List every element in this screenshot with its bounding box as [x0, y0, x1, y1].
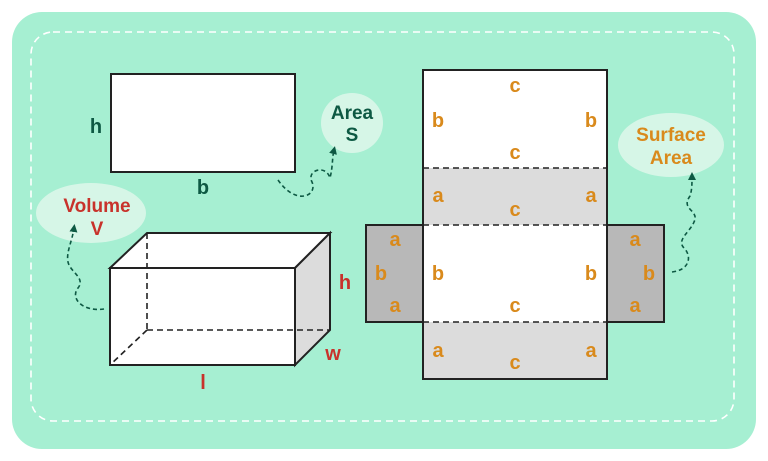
net-top-face [423, 70, 607, 168]
net-top-face-top-label: c [509, 75, 520, 97]
net-right-flap-top-label: a [629, 229, 641, 251]
cuboid-length-label: l [200, 372, 206, 394]
volume-curly-arrow [66, 224, 105, 311]
net-right-flap-bottom-label: a [629, 295, 641, 317]
net-right-flap-middle-label: b [643, 263, 655, 285]
net-upper-face-left-label: a [432, 185, 444, 207]
area-bubble-line1: Area [331, 103, 374, 124]
net-upper-face-right-label: a [585, 185, 597, 207]
surface-area-curly-arrow [671, 172, 696, 273]
area-rectangle [110, 73, 296, 173]
net-left-flap-middle-label: b [375, 263, 387, 285]
cuboid-width-label: w [324, 343, 341, 365]
surface-area-bubble-line2: Area [650, 148, 693, 169]
volume-bubble [36, 183, 146, 243]
volume-bubble-line2: V [91, 219, 104, 240]
net-left-flap-bottom-label: a [389, 295, 401, 317]
net-lower-face-right-label: a [585, 340, 597, 362]
cuboid-hidden-edge-depth [109, 329, 148, 366]
cuboid-height-label: h [339, 272, 351, 294]
net-upper-face-center-label: c [509, 199, 520, 221]
surface-area-bubble-line1: Surface [636, 125, 706, 146]
volume-bubble-line1: Volume [63, 196, 130, 217]
dashed-border [30, 31, 735, 422]
cuboid-net [365, 69, 665, 380]
cuboid-top-face [107, 232, 333, 269]
net-top-face-right-label: b [585, 110, 597, 132]
net-upper-face [423, 168, 607, 225]
rectangle-height-label: h [90, 116, 102, 138]
net-lower-face-left-label: a [432, 340, 444, 362]
rectangle-base-label: b [197, 177, 209, 199]
cuboid-front-face [109, 267, 296, 366]
net-right-flap [606, 224, 665, 323]
net-middle-face [423, 225, 607, 322]
net-left-flap [365, 224, 424, 323]
net-lower-face [423, 322, 607, 379]
net-middle-face-right-label: b [585, 263, 597, 285]
net-middle-face-left-label: b [432, 263, 444, 285]
net-lower-face-center-label: c [509, 352, 520, 374]
net-middle-face-center-label: c [509, 295, 520, 317]
surface-area-bubble [618, 113, 724, 177]
net-left-flap-top-label: a [389, 229, 401, 251]
area-curly-arrow [277, 146, 337, 197]
area-bubble-line2: S [346, 125, 359, 146]
cuboid [107, 230, 333, 368]
net-top-face-left-label: b [432, 110, 444, 132]
area-bubble [321, 93, 383, 153]
net-top-face-bottom-label: c [509, 142, 520, 164]
